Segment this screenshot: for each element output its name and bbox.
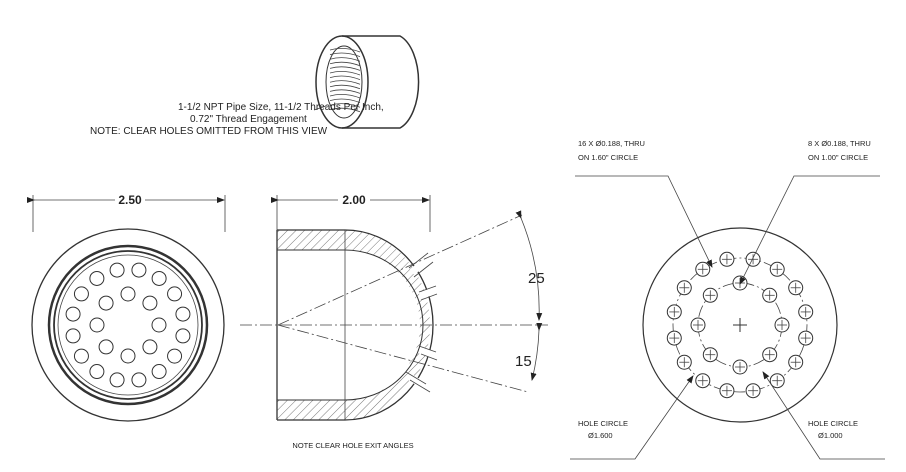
front-hole-pattern bbox=[65, 262, 191, 388]
front-outer-circle bbox=[31, 228, 225, 422]
hole-pattern-view: 16 X Ø0.188, THRU ON 1.60" CIRCLE 8 X Ø0… bbox=[570, 139, 885, 460]
front-outer-hole bbox=[167, 286, 183, 302]
hp-callout-outer-1: 16 X Ø0.188, THRU bbox=[578, 139, 645, 148]
sect-holes bbox=[405, 252, 438, 393]
iso-thread-line bbox=[329, 71, 361, 76]
front-outer-hole bbox=[175, 306, 191, 322]
iso-note-line3: NOTE: CLEAR HOLES OMITTED FROM THIS VIEW bbox=[90, 126, 328, 137]
hp-holes bbox=[666, 251, 814, 399]
hp-leader-outer-holes bbox=[575, 175, 713, 268]
hp-bolt-circle-outer bbox=[672, 257, 808, 393]
hp-leader-inner-circle bbox=[762, 371, 885, 460]
iso-note-line1: 1-1/2 NPT Pipe Size, 11-1/2 Threads Per … bbox=[178, 102, 384, 113]
isometric-view: 1-1/2 NPT Pipe Size, 11-1/2 Threads Per … bbox=[90, 35, 420, 137]
sect-angle-line-upper bbox=[277, 214, 523, 326]
hp-circle-outer-2: Ø1.600 bbox=[588, 431, 613, 440]
front-outer-hole bbox=[73, 348, 89, 364]
iso-thread-lines bbox=[329, 48, 361, 113]
hp-callout-inner-1: 8 X Ø0.188, THRU bbox=[808, 139, 871, 148]
section-view: 2.00 25 15 NOTE CLEAR HOLE E bbox=[240, 193, 548, 450]
hp-circle-inner-1: HOLE CIRCLE bbox=[808, 419, 858, 428]
front-inner-hole bbox=[142, 295, 158, 311]
front-outer-hole bbox=[89, 270, 105, 286]
iso-thread-line bbox=[329, 103, 361, 108]
iso-thread-line bbox=[329, 66, 361, 71]
iso-thread-line bbox=[329, 75, 361, 80]
front-outer-hole bbox=[175, 328, 191, 344]
sect-hatch bbox=[277, 230, 430, 420]
front-outer-hole bbox=[167, 348, 183, 364]
front-inner-hole bbox=[120, 286, 136, 302]
front-inner-hole bbox=[120, 348, 136, 364]
iso-thread-line bbox=[329, 89, 361, 94]
front-outer-hole bbox=[131, 262, 147, 278]
iso-thread-line bbox=[329, 80, 361, 85]
front-root-circle bbox=[57, 254, 199, 396]
iso-thread-line bbox=[329, 61, 361, 67]
front-outer-hole bbox=[109, 372, 125, 388]
sect-angle-line-lower bbox=[277, 324, 529, 393]
front-inner-hole bbox=[89, 317, 105, 333]
front-outer-hole bbox=[151, 270, 167, 286]
hp-callout-outer-2: ON 1.60" CIRCLE bbox=[578, 153, 638, 162]
iso-thread-line bbox=[329, 57, 361, 62]
hp-leader-inner-holes bbox=[739, 175, 880, 285]
front-dim-width: 2.50 bbox=[118, 193, 142, 207]
front-inner-hole bbox=[142, 339, 158, 355]
iso-thread-line bbox=[329, 52, 361, 57]
front-outer-hole bbox=[131, 372, 147, 388]
iso-thread-line bbox=[329, 84, 361, 90]
front-thread-circle bbox=[53, 250, 203, 400]
iso-body-outline bbox=[342, 35, 420, 129]
iso-thread-line bbox=[329, 98, 361, 103]
iso-front-face bbox=[315, 35, 369, 129]
front-outer-hole bbox=[109, 262, 125, 278]
front-outer-hole bbox=[65, 306, 81, 322]
iso-thread-line bbox=[329, 48, 361, 53]
front-outer-hole bbox=[151, 364, 167, 380]
sect-note: NOTE CLEAR HOLE EXIT ANGLES bbox=[292, 441, 413, 450]
iso-note-line2: 0.72" Thread Engagement bbox=[190, 114, 307, 125]
front-outer-hole bbox=[89, 364, 105, 380]
hp-outer-circle bbox=[642, 227, 838, 423]
hp-circle-outer-1: HOLE CIRCLE bbox=[578, 419, 628, 428]
iso-thread-line bbox=[329, 94, 361, 99]
sect-angle-lower: 15 bbox=[515, 353, 532, 370]
sect-angle-upper: 25 bbox=[528, 270, 545, 287]
iso-bore bbox=[325, 45, 363, 119]
hp-circle-inner-2: Ø1.000 bbox=[818, 431, 843, 440]
front-inner-hole bbox=[98, 295, 114, 311]
sect-angle-arc-upper bbox=[515, 210, 543, 321]
iso-thread-line bbox=[329, 107, 361, 113]
sect-outer-profile bbox=[277, 229, 434, 421]
sect-dim-depth: 2.00 bbox=[342, 193, 366, 207]
front-inner-hole bbox=[98, 339, 114, 355]
front-outer-hole bbox=[65, 328, 81, 344]
sect-angle-arc-lower bbox=[530, 322, 543, 381]
hp-leader-outer-circle bbox=[570, 375, 694, 460]
front-inner-hole bbox=[151, 317, 167, 333]
front-view: 2.50 bbox=[27, 193, 226, 422]
front-bore-circle bbox=[47, 244, 209, 406]
hp-callout-inner-2: ON 1.00" CIRCLE bbox=[808, 153, 868, 162]
iso-leader bbox=[313, 105, 327, 111]
front-outer-hole bbox=[73, 286, 89, 302]
